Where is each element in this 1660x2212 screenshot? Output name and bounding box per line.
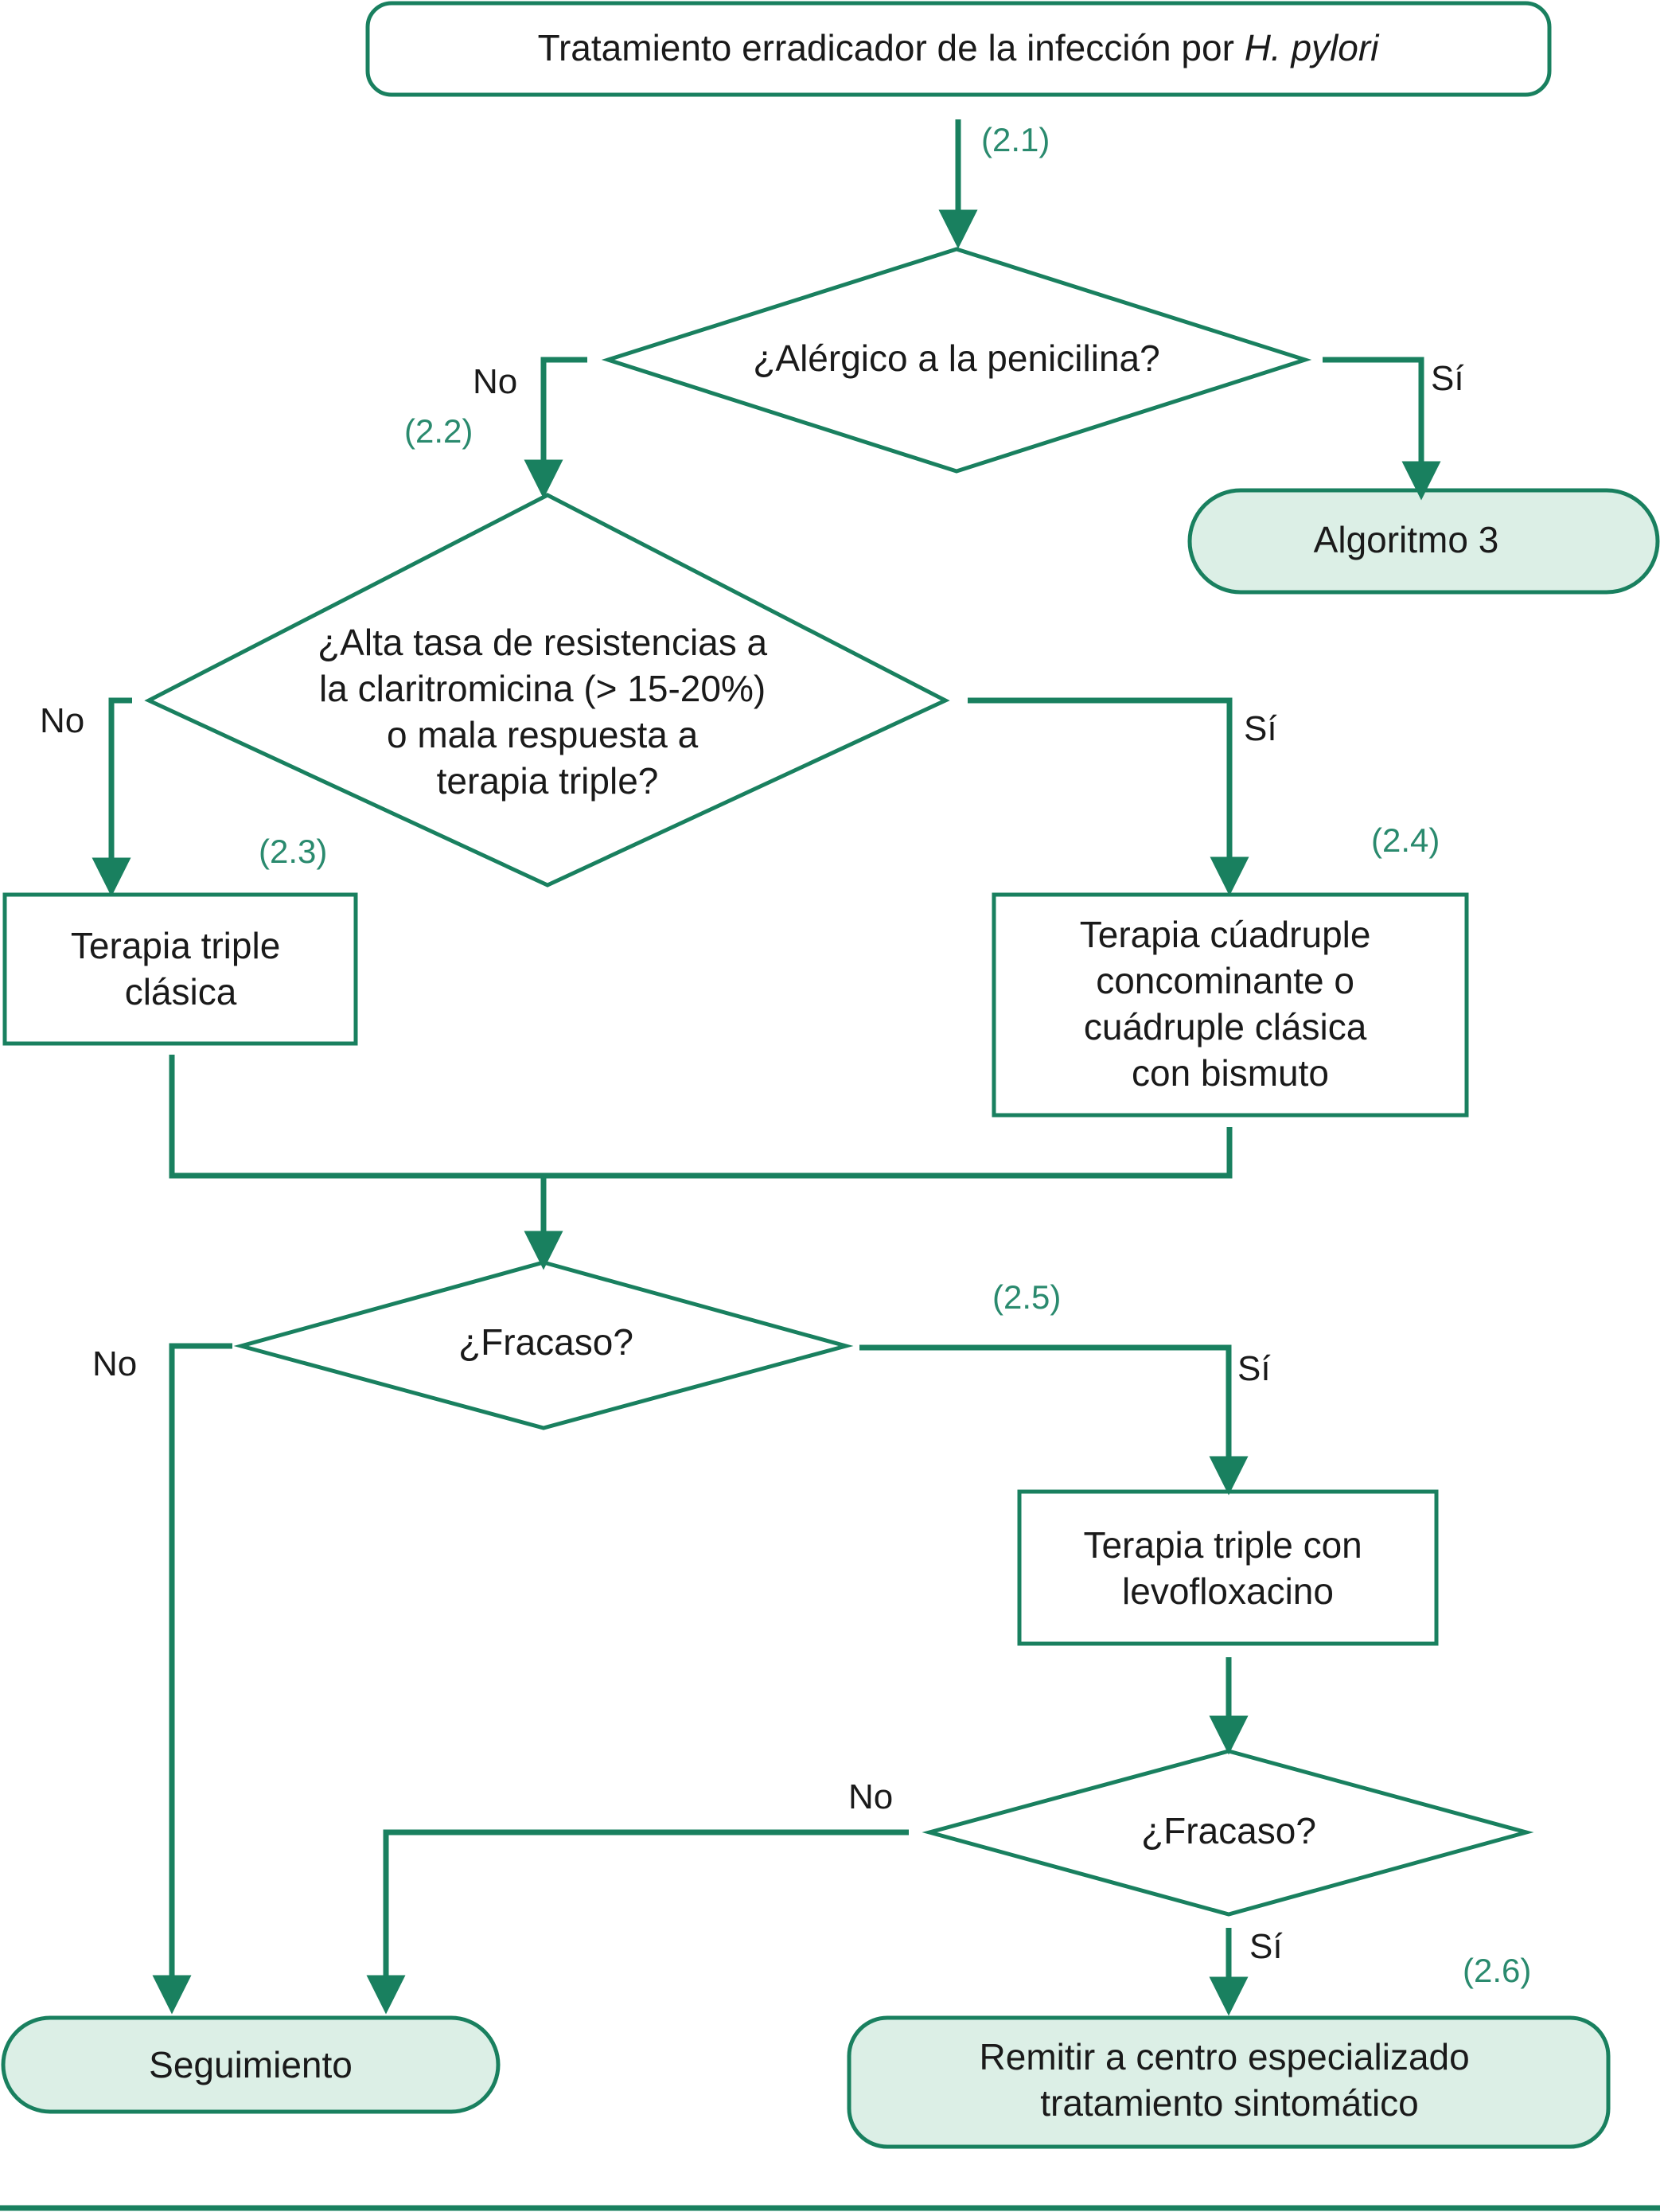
resistance-decision [144,493,950,888]
fracaso2-decision [922,1749,1534,1917]
branch-label-allergy-no: No [473,362,517,401]
start-node [365,1,1552,97]
arrow-fracaso2-no [366,1829,909,2015]
resistance-line-2: la claritromicina (> 15-20%) [319,668,766,709]
remitir-line-1: Remitir a centro especializado [980,2036,1470,2077]
ref-label-2-1: (2.1) [981,121,1050,158]
triple-clasica-text: Terapia triple clásica [71,925,290,1012]
allergy-question: ¿Alérgico a la penicilina? [753,337,1159,379]
branch-label-fracaso2-no: No [848,1777,893,1816]
start-text-italic: H. pylori [1245,27,1380,68]
cuadruple-line-3: cuádruple clásica [1084,1006,1367,1047]
resistance-line-3: o mala respuesta a [387,714,699,755]
cuadruple-text: Terapia cúadruple concominante o cuádrup… [1080,914,1381,1094]
triple-levo-line-1: Terapia triple con [1083,1524,1362,1566]
cuadruple-line-2: concominante o [1096,960,1354,1001]
triple-levo-text: Terapia triple con levofloxacino [1083,1524,1372,1612]
start-text-main: Tratamiento erradicador de la infección … [538,27,1245,68]
arrow-fracaso1-yes [859,1344,1249,1496]
triple-levo-line-2: levofloxacino [1122,1570,1334,1612]
arrow-fracaso1-no [152,1343,232,2015]
branch-label-fracaso2-yes: Sí [1249,1927,1283,1966]
merge-line [169,1055,1233,1179]
ref-label-2-2: (2.2) [404,412,473,450]
resistance-line-4: terapia triple? [437,760,659,802]
triple-levo-node [1017,1489,1439,1646]
arrow-resistance-no [92,697,132,897]
start-text: Tratamiento erradicador de la infección … [538,27,1381,68]
arrow-allergy-yes [1323,357,1441,501]
arrow-allergy-no [524,357,587,499]
arrow-resistance-yes [968,697,1249,896]
triple-clasica-line-1: Terapia triple [71,925,280,966]
seguimiento-node [1,2015,501,2114]
fracaso1-question: ¿Fracaso? [458,1321,633,1363]
algoritmo3-text: Algoritmo 3 [1314,519,1499,560]
cuadruple-line-1: Terapia cúadruple [1080,914,1371,955]
branch-label-allergy-yes: Sí [1431,359,1464,398]
ref-label-2-3: (2.3) [259,833,327,870]
fracaso1-decision [233,1260,854,1430]
remitir-text: Remitir a centro especializado tratamien… [980,2036,1480,2124]
resistance-line-1: ¿Alta tasa de resistencias a [318,622,767,663]
allergy-decision [601,247,1312,474]
branch-label-fracaso1-yes: Sí [1237,1349,1271,1388]
branch-label-resistance-yes: Sí [1244,709,1277,748]
triple-clasica-node [2,892,358,1046]
branch-label-resistance-no: No [40,701,84,740]
triple-clasica-line-2: clásica [125,971,237,1012]
ref-label-2-6: (2.6) [1463,1952,1531,1989]
ref-label-2-4: (2.4) [1371,821,1440,859]
resistance-question: ¿Alta tasa de resistencias a la claritro… [318,622,777,802]
branch-label-fracaso1-no: No [92,1344,137,1383]
cuadruple-line-4: con bismuto [1132,1052,1329,1094]
remitir-line-2: tratamiento sintomático [1040,2082,1419,2124]
ref-label-2-5: (2.5) [992,1278,1061,1316]
fracaso2-question: ¿Fracaso? [1141,1810,1316,1851]
remitir-node [847,2015,1611,2149]
seguimiento-text: Seguimiento [149,2044,353,2085]
